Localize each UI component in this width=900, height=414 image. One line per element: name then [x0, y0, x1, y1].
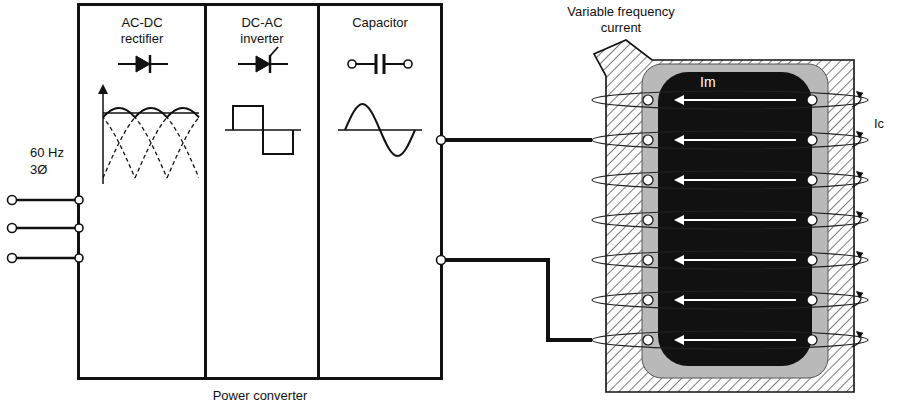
current-symbol: Ic — [874, 116, 896, 132]
induction-furnace: Im — [592, 40, 872, 400]
node-title: Im — [700, 74, 716, 92]
label-holder: Variable frequency current — [556, 4, 686, 37]
node-title: Capacitor — [338, 15, 422, 31]
supply-wire — [443, 260, 592, 340]
node-title: AC-DC rectifier — [100, 15, 184, 48]
molten-metal — [658, 72, 812, 366]
diode-symbol — [118, 55, 168, 73]
output-terminals — [437, 136, 446, 265]
node-title: DC-AC inverter — [220, 15, 304, 48]
induction-coil — [592, 91, 868, 349]
capacitor-symbol — [348, 54, 412, 74]
power-converter-box: Power converterAC-DC rectifierDC-AC inve… — [77, 3, 443, 380]
capacitor-panel: Capacitor — [320, 6, 440, 377]
sine-wave — [338, 104, 422, 156]
melt-current-arrows — [676, 100, 796, 340]
label-holder: Ic — [874, 116, 896, 132]
coil-cross-sections — [643, 95, 817, 345]
rectified-waveform — [39, 84, 263, 184]
node-title: Power converter — [80, 388, 440, 404]
thyristor-symbol — [238, 47, 288, 73]
label-holder: 60 Hz — [30, 145, 90, 161]
input-wires — [15, 200, 78, 258]
square-wave — [225, 106, 301, 154]
coil-current-arrows — [852, 92, 861, 347]
supply-wire — [443, 138, 592, 142]
input-terminals — [8, 196, 84, 263]
label-holder: 3Ø — [30, 162, 90, 178]
supply-phase: 3Ø — [30, 162, 90, 178]
inverter-panel: DC-AC inverter — [207, 6, 320, 377]
supply-frequency: 60 Hz — [30, 145, 90, 161]
induction-furnace-drawing — [592, 40, 868, 392]
rectifier-panel: AC-DC rectifier — [80, 6, 207, 377]
current-label: Variable frequency current — [556, 4, 686, 37]
